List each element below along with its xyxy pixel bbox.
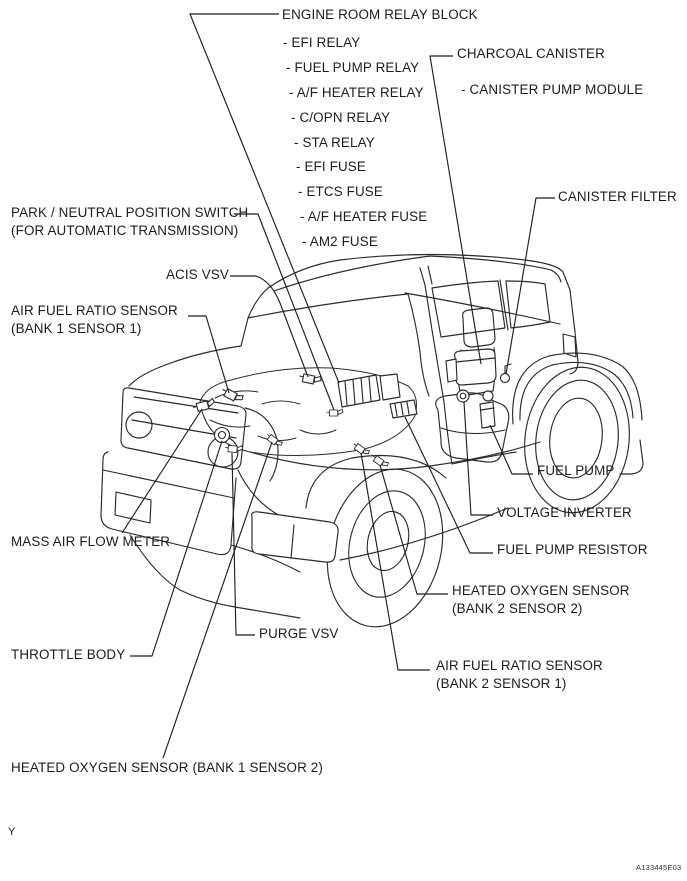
hood-and-front-fender [128,292,561,517]
fuel-pump-resistor-component [389,399,418,419]
leader-voltage-inverter [463,401,493,516]
park-neutral-position-switch-component [326,408,344,417]
label-charcoal-canister: CHARCOAL CANISTER [457,46,605,61]
throttle-body-component [213,426,231,444]
car-body-outline [100,253,644,628]
label-park-neutral-position-switch-line1: PARK / NEUTRAL POSITION SWITCH [11,205,249,220]
engine-room-relay-block-component [337,373,401,408]
engine-bay [199,367,417,457]
label-af-heater-fuse: - A/F HEATER FUSE [300,209,428,224]
label-purge-vsv: PURGE VSV [259,626,339,641]
leader-heated-oxygen-sensor-b2s2 [379,464,448,595]
label-copn-relay: - C/OPN RELAY [291,110,391,125]
front-bumper [100,451,301,619]
air-fuel-ratio-sensor-b1s1-component [219,385,245,405]
label-sta-relay: - STA RELAY [294,135,375,150]
label-engine-room-relay-block: ENGINE ROOM RELAY BLOCK [282,7,478,22]
leader-mass-air-flow-meter [121,408,203,534]
running-board-detail [290,524,295,559]
canister-pump-module-component [445,358,458,383]
running-board [251,511,339,563]
pillars-and-windows [240,265,579,403]
fuel-tank-detail [440,427,506,435]
roof [267,253,576,333]
label-throttle-body: THROTTLE BODY [11,647,126,662]
label-park-neutral-position-switch-line2: (FOR AUTOMATIC TRANSMISSION) [11,223,239,238]
label-fuel-pump: FUEL PUMP [537,463,615,478]
leader-fuel-pump-resistor [404,416,493,554]
leader-park-neutral-position-switch [234,213,335,411]
label-af-heater-relay: - A/F HEATER RELAY [289,85,424,100]
label-acis-vsv: ACIS VSV [166,267,229,282]
label-canister-pump-module: - CANISTER PUMP MODULE [461,82,644,97]
label-air-fuel-ratio-sensor-b2s1-line2: (BANK 2 SENSOR 1) [436,676,567,691]
rocker-lines [249,401,541,561]
engine-bay-sensors [191,371,390,470]
leader-purge-vsv [231,452,255,636]
purge-vsv-component [224,443,244,454]
label-canister-filter: CANISTER FILTER [558,189,677,204]
drawing-code: A133445E03 [636,863,682,872]
voltage-inverter-component [456,389,470,403]
label-etcs-fuse: - ETCS FUSE [298,184,383,199]
leader-engine-room-relay-block [189,13,340,384]
fog-light-pocket [114,491,152,524]
label-am2-fuse: - AM2 FUSE [302,234,378,249]
acis-vsv-component [297,371,323,386]
label-voltage-inverter: VOLTAGE INVERTER [497,505,632,520]
leader-throttle-body [130,440,223,657]
fuel-pump-component [479,390,496,429]
label-heated-oxygen-sensor-b1s2: HEATED OXYGEN SENSOR (BANK 1 SENSOR 2) [11,760,324,775]
label-mass-air-flow-meter: MASS AIR FLOW METER [11,534,171,549]
leader-lines [121,13,555,759]
label-air-fuel-ratio-sensor-b1s1-line2: (BANK 1 SENSOR 1) [11,321,142,336]
rear-wheel [512,352,644,514]
label-air-fuel-ratio-sensor-b2s1-line1: AIR FUEL RATIO SENSOR [436,658,603,673]
label-fuel-pump-resistor: FUEL PUMP RESISTOR [497,542,648,557]
leader-fuel-pump [489,424,533,475]
label-heated-oxygen-sensor-b2s2-line2: (BANK 2 SENSOR 2) [452,601,583,616]
leader-acis-vsv [230,275,309,378]
fuel-tank [435,392,510,463]
label-efi-fuse: - EFI FUSE [296,159,366,174]
leader-air-fuel-ratio-sensor-b1s1 [188,315,230,394]
front-grille [120,387,247,470]
label-air-fuel-ratio-sensor-b1s1-line1: AIR FUEL RATIO SENSOR [11,303,178,318]
label-efi-relay: - EFI RELAY [283,35,361,50]
leader-heated-oxygen-sensor-b1s2 [162,441,273,759]
page-marker: Y [8,826,16,838]
leader-canister-filter [505,197,555,375]
label-heated-oxygen-sensor-b2s2-line1: HEATED OXYGEN SENSOR [452,583,630,598]
leader-air-fuel-ratio-sensor-b2s1 [360,452,430,671]
leader-charcoal-canister [429,55,482,365]
headlight-left [125,411,153,439]
charcoal-canister-component [445,348,497,386]
label-fuel-pump-relay: - FUEL PUMP RELAY [286,60,420,75]
